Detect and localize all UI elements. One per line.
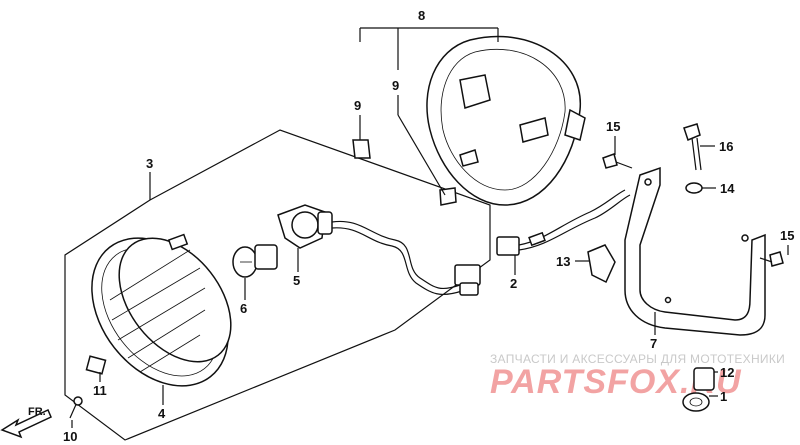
- clip-nut: [85, 355, 107, 375]
- front-direction-label: FR.: [28, 406, 46, 418]
- callout-9-clip: 9: [354, 98, 361, 113]
- bulb-socket: [277, 204, 333, 249]
- callout-2: 2: [510, 276, 517, 291]
- bulb: [232, 244, 278, 278]
- callout-5: 5: [293, 273, 300, 288]
- watermark: ЗАПЧАСТИ И АКСЕССУАРЫ ДЛЯ МОТОТЕХНИКИ PA…: [490, 352, 785, 401]
- connector: [496, 189, 631, 256]
- callout-11: 11: [93, 383, 107, 398]
- callouts: 8 9 9 3 4 6 5 2 7 13 15 16 14 15 12 1 11…: [63, 8, 794, 444]
- screw-upper: [602, 153, 633, 169]
- callout-14: 14: [720, 181, 735, 196]
- callout-8: 8: [418, 8, 425, 23]
- watermark-caption: ЗАПЧАСТИ И АКСЕССУАРЫ ДЛЯ МОТОТЕХНИКИ: [490, 352, 785, 366]
- headlight-case: [426, 35, 586, 206]
- callout-7: 7: [650, 336, 657, 351]
- bolt: [683, 123, 702, 171]
- rubber-mount: [682, 367, 715, 412]
- front-direction-arrow: FR.: [0, 406, 52, 439]
- callout-4: 4: [158, 406, 166, 421]
- callout-15-right: 15: [780, 228, 794, 243]
- callout-10: 10: [63, 429, 77, 444]
- screw-right: [759, 251, 784, 267]
- leader-lines: [71, 27, 789, 428]
- case-clip: [352, 139, 371, 159]
- callout-15-upper: 15: [606, 119, 620, 134]
- callout-6: 6: [240, 301, 247, 316]
- callout-13: 13: [556, 254, 570, 269]
- callout-1: 1: [720, 389, 727, 404]
- callout-9-case: 9: [392, 78, 399, 93]
- adjusting-screw: [69, 396, 83, 419]
- washer: [685, 182, 703, 194]
- callout-3: 3: [146, 156, 153, 171]
- wire-harness: [331, 220, 481, 296]
- headlight-stay: [624, 166, 766, 336]
- callout-16: 16: [719, 139, 733, 154]
- headlight-assembly-outline: [64, 129, 491, 441]
- wire-clamp: [587, 244, 616, 284]
- callout-12: 12: [720, 365, 734, 380]
- headlight-unit: [91, 233, 232, 387]
